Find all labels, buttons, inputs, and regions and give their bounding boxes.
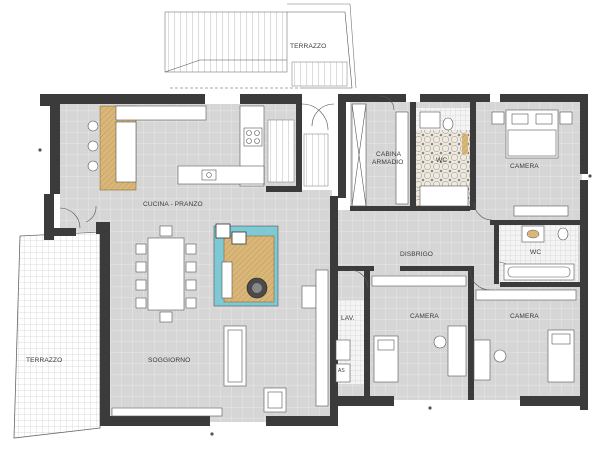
stove-island [213,223,279,307]
closet [351,103,409,207]
cabina-line-2: ARMADIO [372,159,403,166]
room-label-wc-mid: WC [530,249,541,256]
internal-stairs [303,133,329,187]
bedroom-mid-furniture [371,275,467,383]
wc-mid-fixtures [503,225,575,281]
room-label-terrazzo-left: TERRAZZO [26,357,62,364]
cabina-line-1: CABINA [376,151,402,158]
kitchen [87,105,265,191]
room-label-disbrigo: DISBRIGO [400,251,433,258]
room-label-as: AS [338,368,345,374]
room-label-camera-mid: CAMERA [410,313,439,320]
top-terrace [164,3,357,89]
room-label-lav: LAV. [341,315,355,322]
room-label-wc-top: WC [436,157,447,164]
wall-markers [38,148,592,436]
living-furniture [111,269,329,417]
lav-fixtures [335,339,351,383]
room-label-camera-top: CAMERA [510,163,539,170]
left-terrace [13,231,101,439]
room-label-cucina-pranzo: CUCINA - PRANZO [143,201,203,208]
room-label-soggiorno: SOGGIORNO [148,357,190,364]
dining-table [135,225,197,323]
room-label-terrazzo-top: TERRAZZO [290,43,326,50]
room-label-camera-right: CAMERA [510,313,539,320]
room-label-cabina-armadio: CABINA ARMADIO [372,151,403,166]
walls [40,94,588,426]
wc-top-fixtures [419,111,469,207]
bedroom-right-furniture [473,289,577,383]
master-bed [491,109,573,217]
